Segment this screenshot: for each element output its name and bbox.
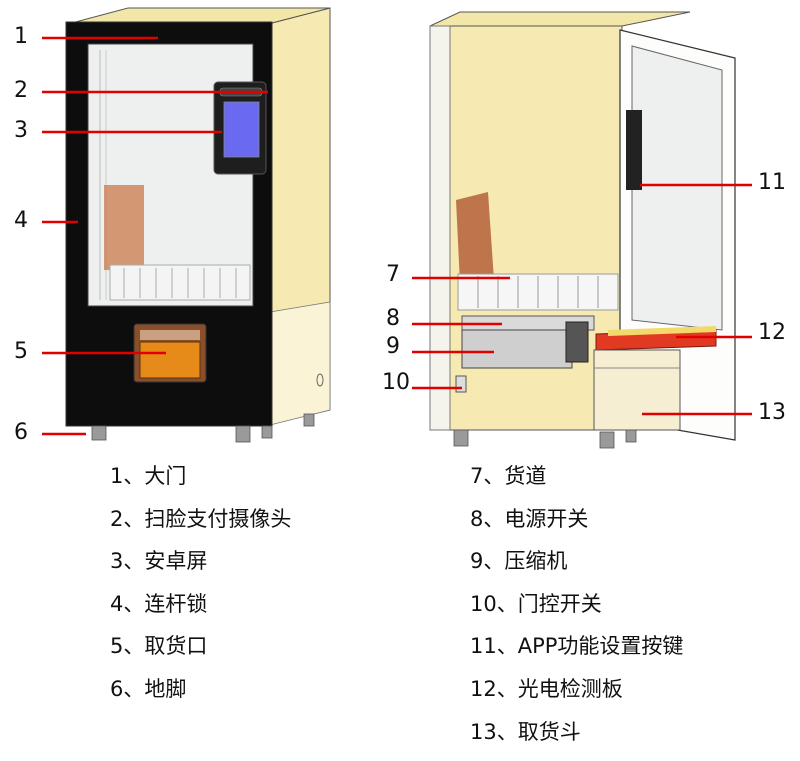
legend-item-pickup-port: 5、取货口 bbox=[110, 634, 208, 659]
leader-lines bbox=[42, 36, 752, 436]
door-control-switch[interactable] bbox=[455, 375, 467, 393]
callout-4: 4 bbox=[14, 208, 28, 233]
vending-machine-diagram bbox=[42, 7, 752, 449]
pickup-bucket bbox=[593, 349, 681, 431]
legend-item-linkage-lock: 4、连杆锁 bbox=[110, 591, 208, 616]
callout-1: 1 bbox=[14, 24, 28, 49]
legend-item-cargo-lane: 7、货道 bbox=[470, 464, 547, 488]
legend-item-door: 1、大门 bbox=[110, 464, 187, 488]
callout-11: 11 bbox=[758, 170, 786, 195]
callout-12: 12 bbox=[758, 320, 786, 345]
pickup-port[interactable] bbox=[139, 341, 201, 379]
legend-item-android-screen: 3、安卓屏 bbox=[110, 549, 208, 574]
compressor bbox=[461, 329, 573, 369]
callout-13: 13 bbox=[758, 400, 786, 425]
open-vending-machine bbox=[429, 11, 736, 449]
callout-6: 6 bbox=[14, 420, 28, 445]
callout-3: 3 bbox=[14, 118, 28, 143]
legend-item-power-switch: 8、电源开关 bbox=[470, 506, 589, 531]
legend-item-door-switch: 10、门控开关 bbox=[470, 591, 602, 616]
cabinet-lower-side bbox=[269, 301, 331, 426]
legend-item-compressor: 9、压缩机 bbox=[470, 549, 568, 574]
closed-vending-machine bbox=[65, 7, 331, 443]
callout-10: 10 bbox=[382, 370, 410, 395]
legend-item-pickup-bucket: 13、取货斗 bbox=[470, 719, 581, 744]
legend-item-face-pay-camera: 2、扫脸支付摄像头 bbox=[110, 506, 292, 531]
legend-item-photoelectric-board: 12、光电检测板 bbox=[470, 676, 623, 701]
product-pack bbox=[104, 185, 144, 270]
legend-item-app-settings-button: 11、APP功能设置按键 bbox=[470, 634, 684, 659]
cargo-lanes bbox=[457, 273, 619, 311]
app-settings-button-panel[interactable] bbox=[626, 110, 642, 190]
callout-5: 5 bbox=[14, 339, 28, 364]
callout-8: 8 bbox=[386, 306, 400, 331]
feet bbox=[91, 413, 315, 443]
product-lanes bbox=[109, 264, 251, 301]
open-door-glass bbox=[631, 45, 723, 331]
legend-item-feet: 6、地脚 bbox=[110, 676, 187, 701]
legend-left: 1、大门 2、扫脸支付摄像头 3、安卓屏 4、连杆锁 5、取货口 6、地脚 bbox=[110, 463, 291, 719]
android-screen[interactable] bbox=[223, 101, 260, 158]
feet-right bbox=[453, 429, 637, 449]
legend-right: 7、货道 8、电源开关 9、压缩机 10、门控开关 11、APP功能设置按键 1… bbox=[470, 463, 683, 761]
callout-9: 9 bbox=[386, 334, 400, 359]
callout-2: 2 bbox=[14, 78, 28, 103]
callout-7: 7 bbox=[386, 262, 400, 287]
